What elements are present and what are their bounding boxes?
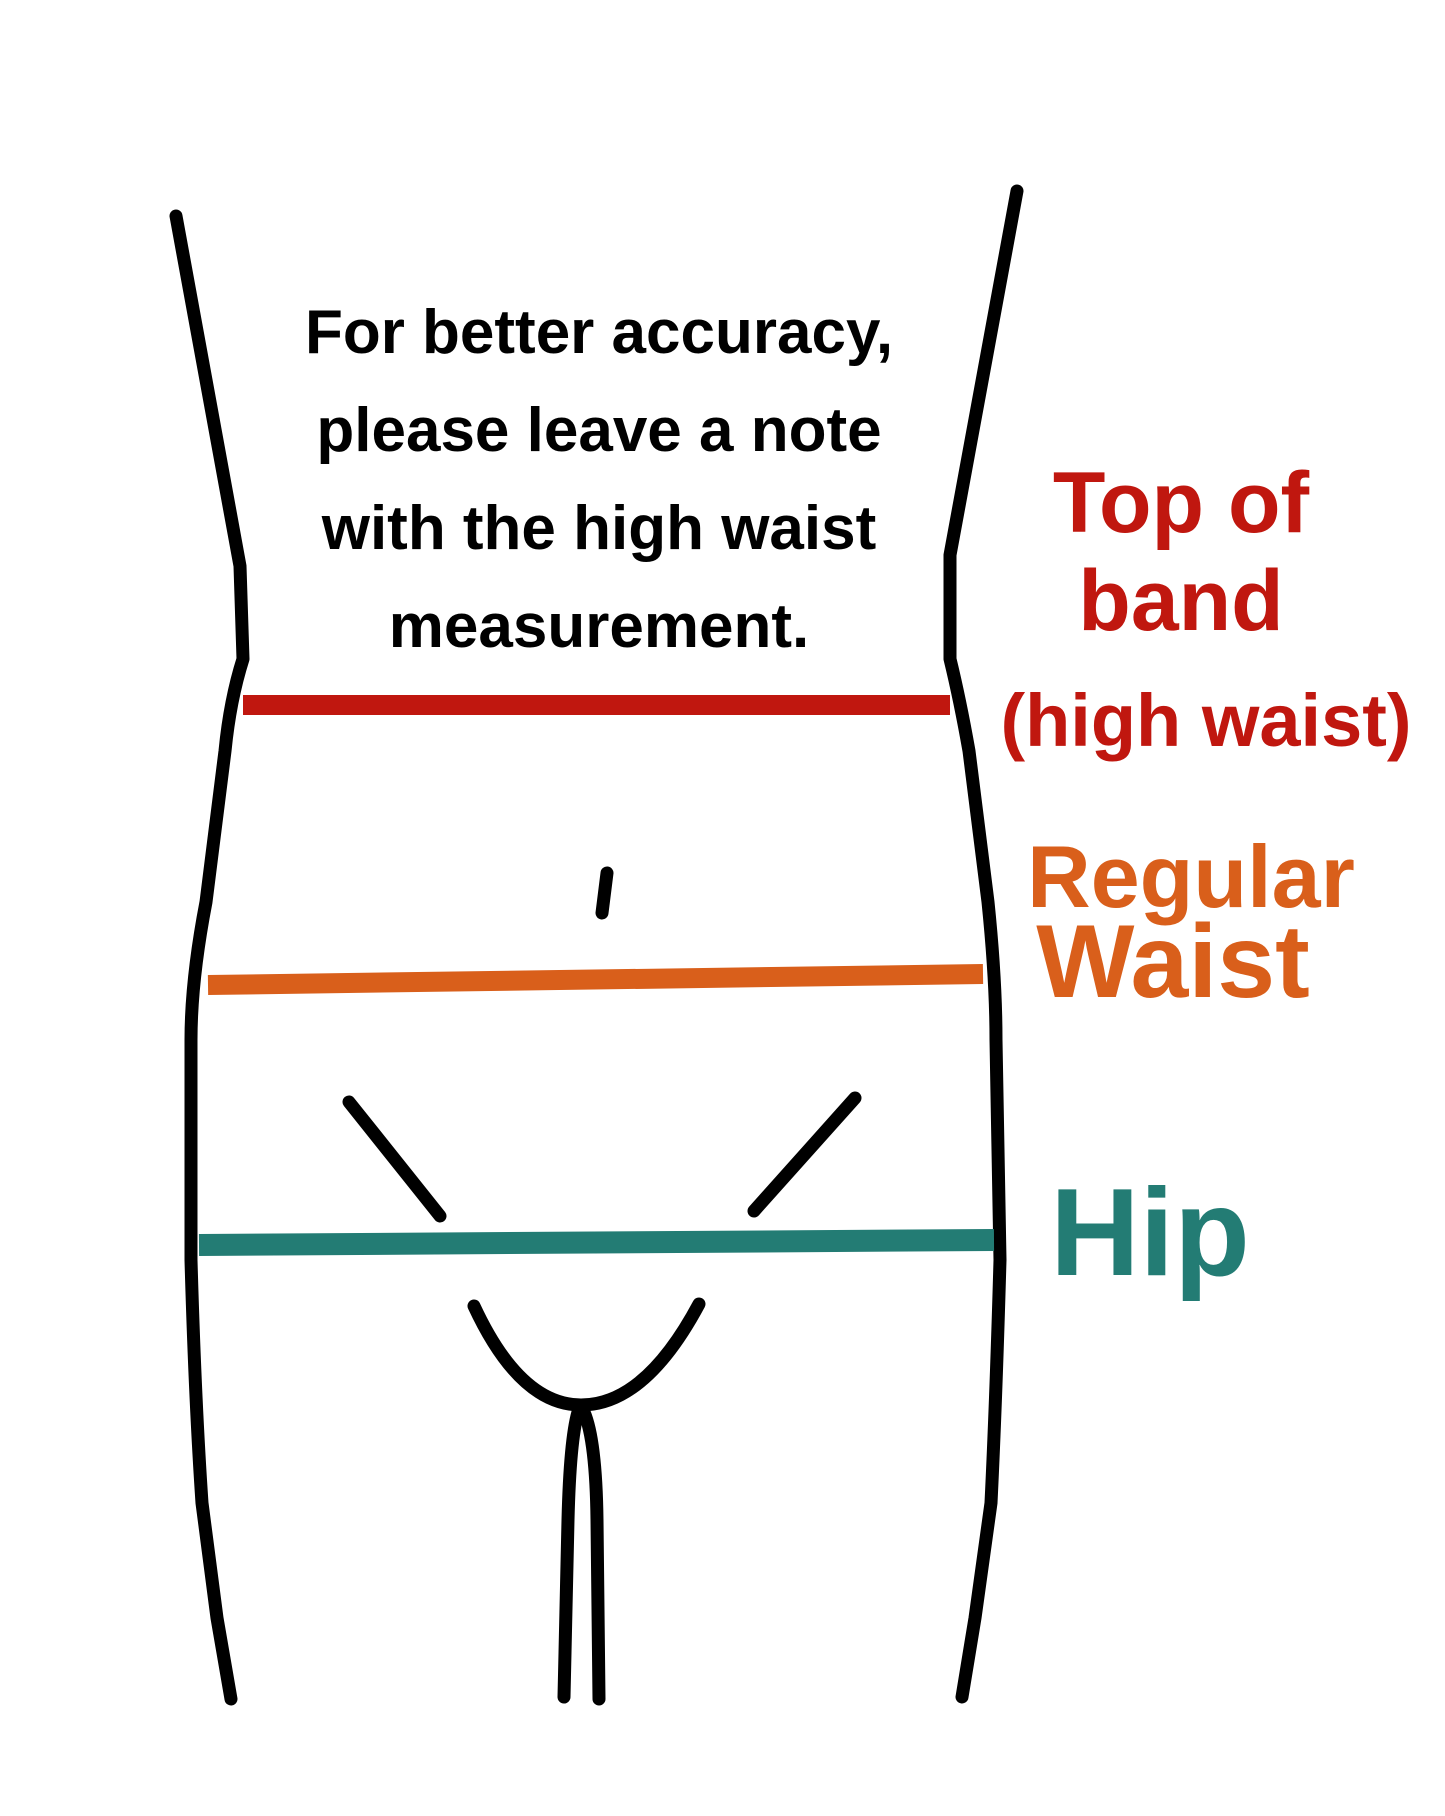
- inner-leg-left: [557, 1405, 585, 1704]
- regular-waist-line: [207, 964, 984, 995]
- high-waist-label: Top of band (high waist): [1000, 455, 1411, 762]
- hip-line: [198, 1229, 995, 1256]
- accuracy-note: For better accuracy, please leave a note…: [305, 298, 893, 661]
- hip-label-text: Hip: [1050, 1164, 1250, 1302]
- regular-waist-label: Regular Waist: [1027, 827, 1355, 1020]
- regular-waist-label-line-1: Regular: [1027, 827, 1355, 926]
- note-line-2: please leave a note: [316, 396, 881, 465]
- hip-label: Hip: [1050, 1164, 1250, 1302]
- note-line-1: For better accuracy,: [305, 298, 893, 367]
- right-groin-line: [747, 1091, 862, 1218]
- navel-mark: [595, 866, 614, 920]
- crotch-curve: [467, 1297, 706, 1412]
- inner-leg-right: [577, 1405, 606, 1706]
- note-line-3: with the high waist: [321, 494, 877, 563]
- note-line-4: measurement.: [389, 592, 809, 661]
- body-outline-right: [943, 184, 1024, 1704]
- high-waist-label-line-2: band: [1078, 553, 1283, 649]
- high-waist-label-line-3: (high waist): [1000, 679, 1411, 762]
- body-outline-left: [169, 209, 250, 1706]
- left-groin-line: [342, 1095, 447, 1223]
- regular-waist-label-line-2: Waist: [1036, 904, 1310, 1020]
- high-waist-label-line-1: Top of: [1053, 455, 1310, 551]
